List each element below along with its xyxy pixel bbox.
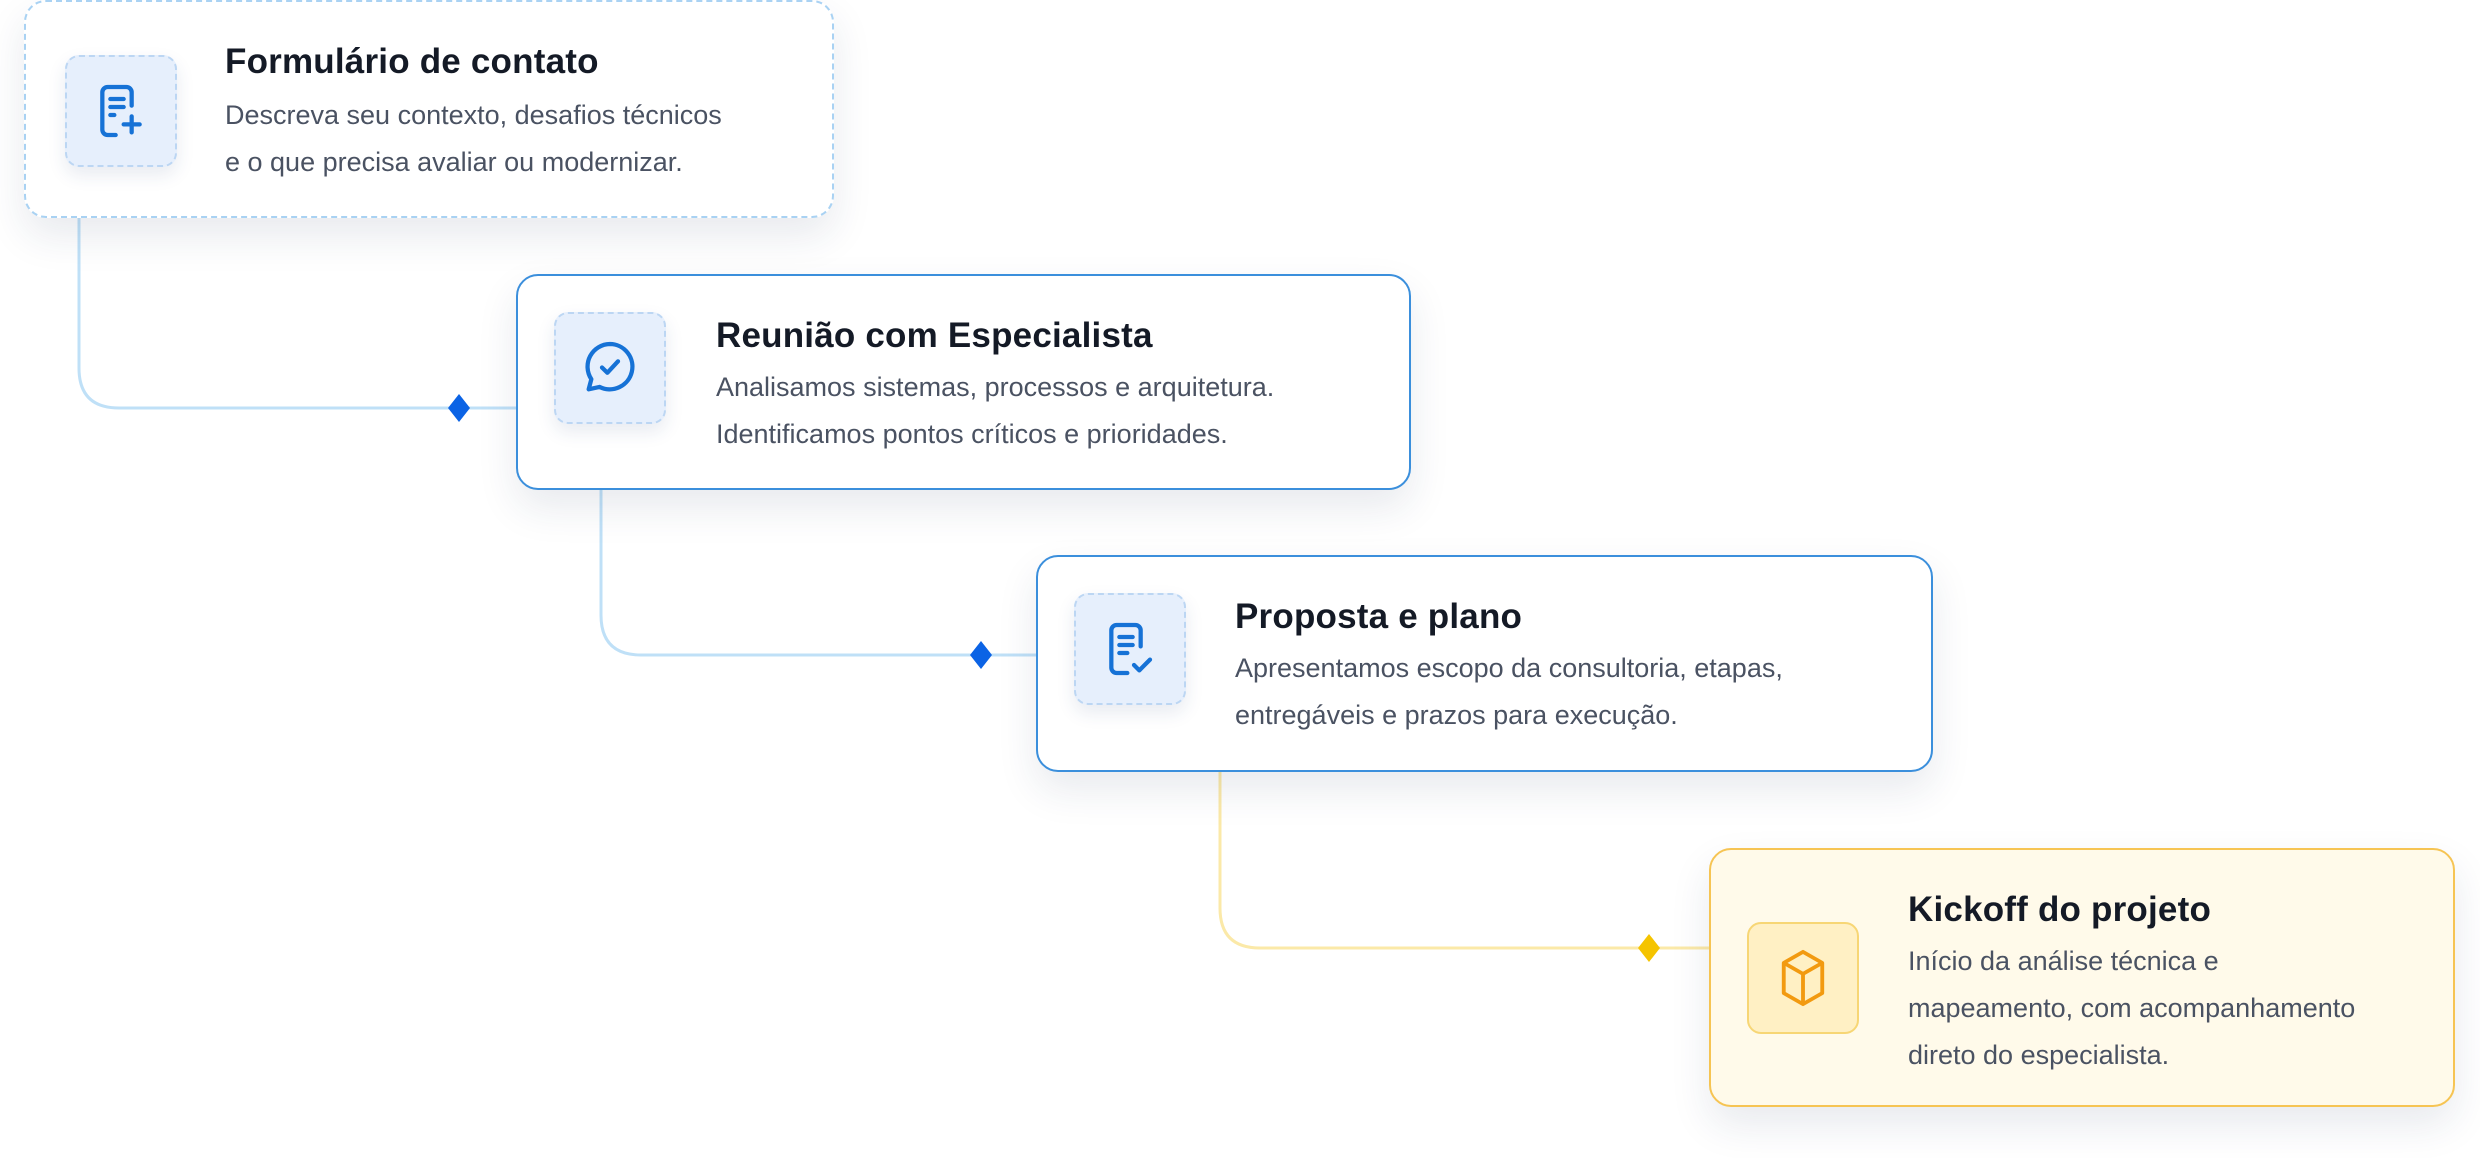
step-title: Kickoff do projeto — [1908, 890, 2212, 929]
desc-line: Identificamos pontos críticos e priorida… — [716, 419, 1228, 449]
desc-line: direto do especialista. — [1908, 1040, 2170, 1070]
desc-line: Início da análise técnica e — [1908, 946, 2219, 976]
desc-line: Descreva seu contexto, desafios técnicos — [225, 100, 722, 130]
diamond-marker — [970, 641, 992, 669]
step-title: Proposta e plano — [1235, 597, 1523, 636]
step-title: Formulário de contato — [225, 42, 599, 81]
step-card-specialist-meeting: Reunião com Especialista Analisamos sist… — [516, 274, 1411, 490]
step-description: Início da análise técnica e mapeamento, … — [1908, 938, 2355, 1079]
step-title: Reunião com Especialista — [716, 316, 1153, 355]
connector-1 — [77, 218, 516, 422]
step-card-proposal: Proposta e plano Apresentamos escopo da … — [1036, 555, 1933, 772]
step-description: Apresentamos escopo da consultoria, etap… — [1235, 645, 1783, 739]
desc-line: entregáveis e prazos para execução. — [1235, 700, 1678, 730]
desc-line: mapeamento, com acompanhamento — [1908, 993, 2356, 1023]
desc-line: e o que precisa avaliar ou modernizar. — [225, 147, 683, 177]
diamond-marker — [448, 394, 470, 422]
document-check-icon — [1074, 593, 1186, 705]
step-description: Descreva seu contexto, desafios técnicos… — [225, 92, 722, 186]
connector-2 — [599, 490, 1036, 669]
step-card-contact-form: Formulário de contato Descreva seu conte… — [24, 0, 834, 218]
step-card-kickoff: Kickoff do projeto Início da análise téc… — [1709, 848, 2455, 1107]
cube-icon — [1747, 922, 1859, 1034]
connector-3 — [1218, 772, 1709, 962]
desc-line: Analisamos sistemas, processos e arquite… — [716, 372, 1275, 402]
desc-line: Apresentamos escopo da consultoria, etap… — [1235, 653, 1783, 683]
diamond-marker — [1638, 934, 1660, 962]
chat-check-icon — [554, 312, 666, 424]
document-plus-icon — [65, 55, 177, 167]
step-description: Analisamos sistemas, processos e arquite… — [716, 364, 1274, 458]
